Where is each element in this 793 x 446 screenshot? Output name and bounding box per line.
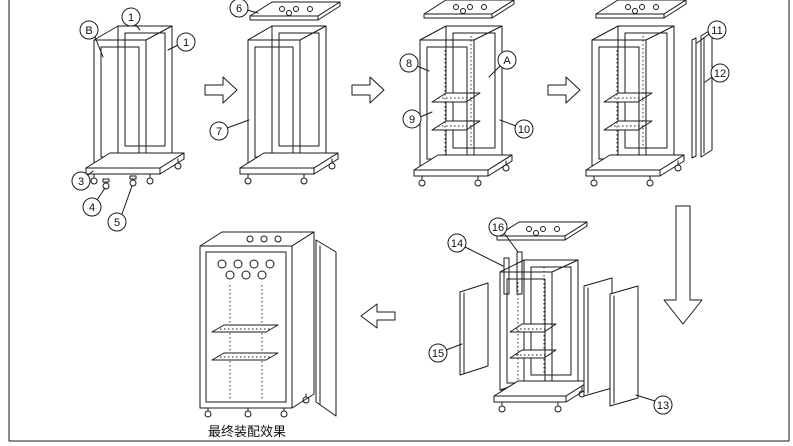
- callout-7: 7: [209, 119, 250, 141]
- exploded-assembly: [459, 221, 639, 413]
- shelf: [603, 120, 653, 131]
- side-strip: [691, 37, 697, 159]
- svg-text:11: 11: [711, 25, 722, 37]
- svg-text:16: 16: [492, 222, 504, 234]
- svg-text:4: 4: [89, 202, 95, 214]
- svg-text:8: 8: [406, 58, 412, 70]
- callout-16: 16: [488, 217, 519, 253]
- svg-text:6: 6: [236, 3, 242, 15]
- loose-caster-2: [129, 175, 137, 187]
- callout-11: 11: [696, 20, 727, 44]
- callout-9: 9: [402, 109, 433, 129]
- svg-text:13: 13: [657, 400, 669, 412]
- callout-B: B: [79, 20, 104, 58]
- callout-10: 10: [499, 119, 534, 139]
- svg-text:14: 14: [451, 238, 463, 250]
- shelf: [431, 120, 481, 131]
- callout-4: 4: [82, 187, 106, 217]
- svg-text:3: 3: [78, 176, 84, 188]
- step-arrow-down: [663, 205, 703, 325]
- step-arrow-left: [360, 303, 396, 329]
- final-assembly-caption: 最终装配效果: [208, 424, 286, 439]
- shelf: [211, 324, 279, 333]
- callout-5: 5: [107, 185, 133, 232]
- svg-text:10: 10: [518, 124, 530, 136]
- callout-6: 6: [229, 0, 259, 18]
- shelf: [509, 323, 557, 333]
- svg-text:9: 9: [409, 114, 415, 126]
- svg-text:7: 7: [216, 126, 222, 138]
- callout-1a: 1: [121, 7, 141, 31]
- svg-text:1: 1: [128, 12, 134, 24]
- corner-post: [516, 251, 523, 295]
- open-door: [315, 239, 337, 417]
- callout-12: 12: [704, 63, 730, 83]
- step-arrow-2: [351, 76, 385, 104]
- svg-text:12: 12: [714, 68, 726, 80]
- callout-8: 8: [399, 53, 430, 73]
- final-cabinet: [199, 231, 337, 418]
- side-panel: [700, 28, 713, 158]
- callout-3: 3: [71, 170, 94, 191]
- callout-14: 14: [447, 233, 504, 267]
- shelf: [431, 92, 481, 103]
- callout-A: A: [488, 50, 517, 78]
- step-arrow-1: [204, 76, 238, 104]
- callout-15: 15: [428, 343, 463, 363]
- stage2-frame-assembly: [239, 1, 341, 185]
- stage4-side-panels: [585, 0, 713, 187]
- right-side-panel-front: [609, 285, 639, 407]
- svg-text:5: 5: [114, 217, 120, 229]
- callout-13: 13: [635, 394, 673, 415]
- shelf: [211, 352, 279, 361]
- svg-text:1: 1: [183, 37, 189, 49]
- step-arrow-3: [547, 76, 581, 104]
- right-side-panel-back: [583, 277, 613, 397]
- svg-text:A: A: [503, 55, 511, 67]
- callout-1b: 1: [167, 32, 196, 52]
- loose-caster-1: [102, 178, 110, 190]
- shelf: [603, 92, 653, 103]
- diagram-border: [8, 0, 790, 442]
- svg-text:B: B: [85, 25, 92, 37]
- left-side-panel: [459, 282, 489, 376]
- stage3-rails-shelves: [413, 0, 515, 187]
- stage1-frames-and-base: [85, 25, 185, 190]
- shelf: [509, 349, 557, 359]
- svg-text:15: 15: [432, 348, 444, 360]
